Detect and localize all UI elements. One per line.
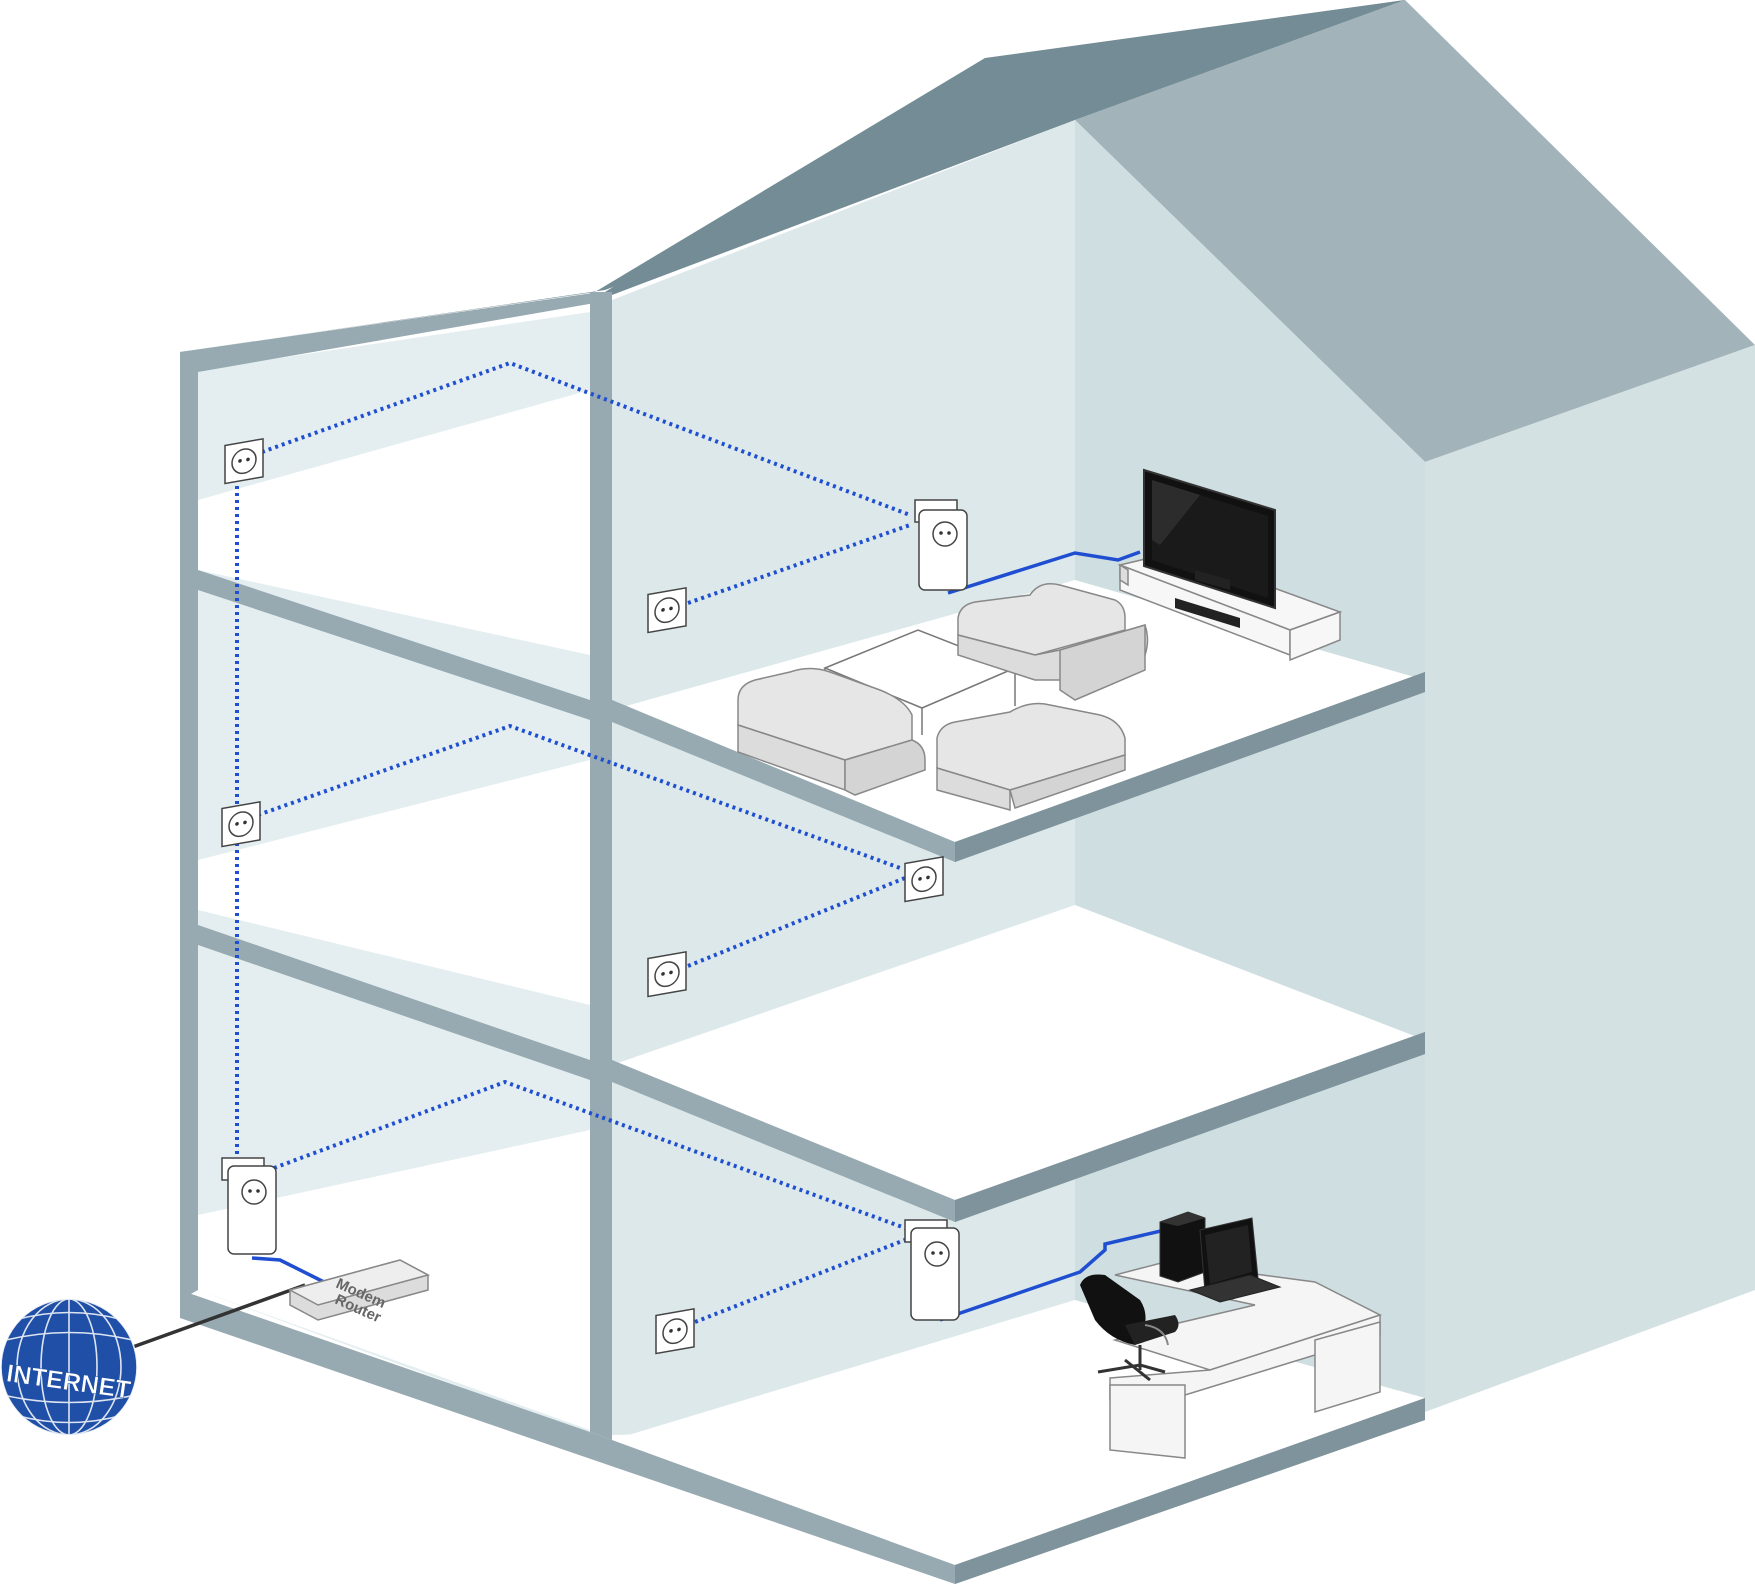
base-edge (955, 1398, 1425, 1584)
wall-outlet-icon (904, 855, 944, 903)
line-ground-1 (273, 1079, 906, 1230)
top-edge (180, 292, 612, 372)
floor-top-left (198, 390, 590, 655)
roof (180, 0, 1755, 462)
center-wall (590, 292, 612, 1440)
set-top-box (1175, 598, 1240, 628)
office (1080, 1211, 1382, 1459)
line-top-2 (687, 523, 911, 605)
modem-router: Modem Router (287, 1259, 431, 1326)
internet-globe-icon: INTERNET (0, 1298, 138, 1436)
desk (1109, 1261, 1382, 1459)
outlets (221, 437, 944, 1355)
floor-mid-left (198, 760, 590, 1005)
wall-outlet-icon (221, 800, 261, 848)
wall-outlet-icon (647, 586, 687, 634)
wall-outlet-icon (647, 950, 687, 998)
living-room (737, 468, 1343, 811)
line-top-1 (261, 360, 911, 517)
wall-outlet-icon (224, 437, 264, 485)
internet-cable (129, 1283, 306, 1350)
slab-lower-left (180, 925, 590, 1080)
slab-lower-edge (955, 1032, 1425, 1222)
adapters (221, 499, 968, 1321)
powerline-adapter-icon (914, 499, 968, 591)
sofa-icon (936, 702, 1126, 811)
powerline-network (235, 360, 911, 1324)
roof-slope-front (180, 0, 1405, 352)
roof-side (1075, 0, 1755, 462)
cable-router (251, 1256, 331, 1287)
sofa-icon (957, 583, 1149, 701)
computer-icon (1159, 1211, 1282, 1303)
sofa-icon (737, 667, 926, 796)
powerline-adapter-icon (904, 1219, 960, 1321)
slab-upper-left (180, 570, 590, 720)
powerline-adapter-icon (221, 1157, 277, 1255)
tv-icon (1143, 468, 1276, 610)
outer-left-wall (180, 352, 198, 1300)
line-mid-1 (257, 723, 901, 870)
cable-tv (947, 550, 1141, 595)
wall-outlet-icon (655, 1307, 695, 1355)
slab-upper-edge (955, 672, 1425, 862)
floor-mid-right (612, 905, 1425, 1200)
chair-icon (1080, 1274, 1179, 1382)
side-wall-exterior (1425, 345, 1755, 1412)
